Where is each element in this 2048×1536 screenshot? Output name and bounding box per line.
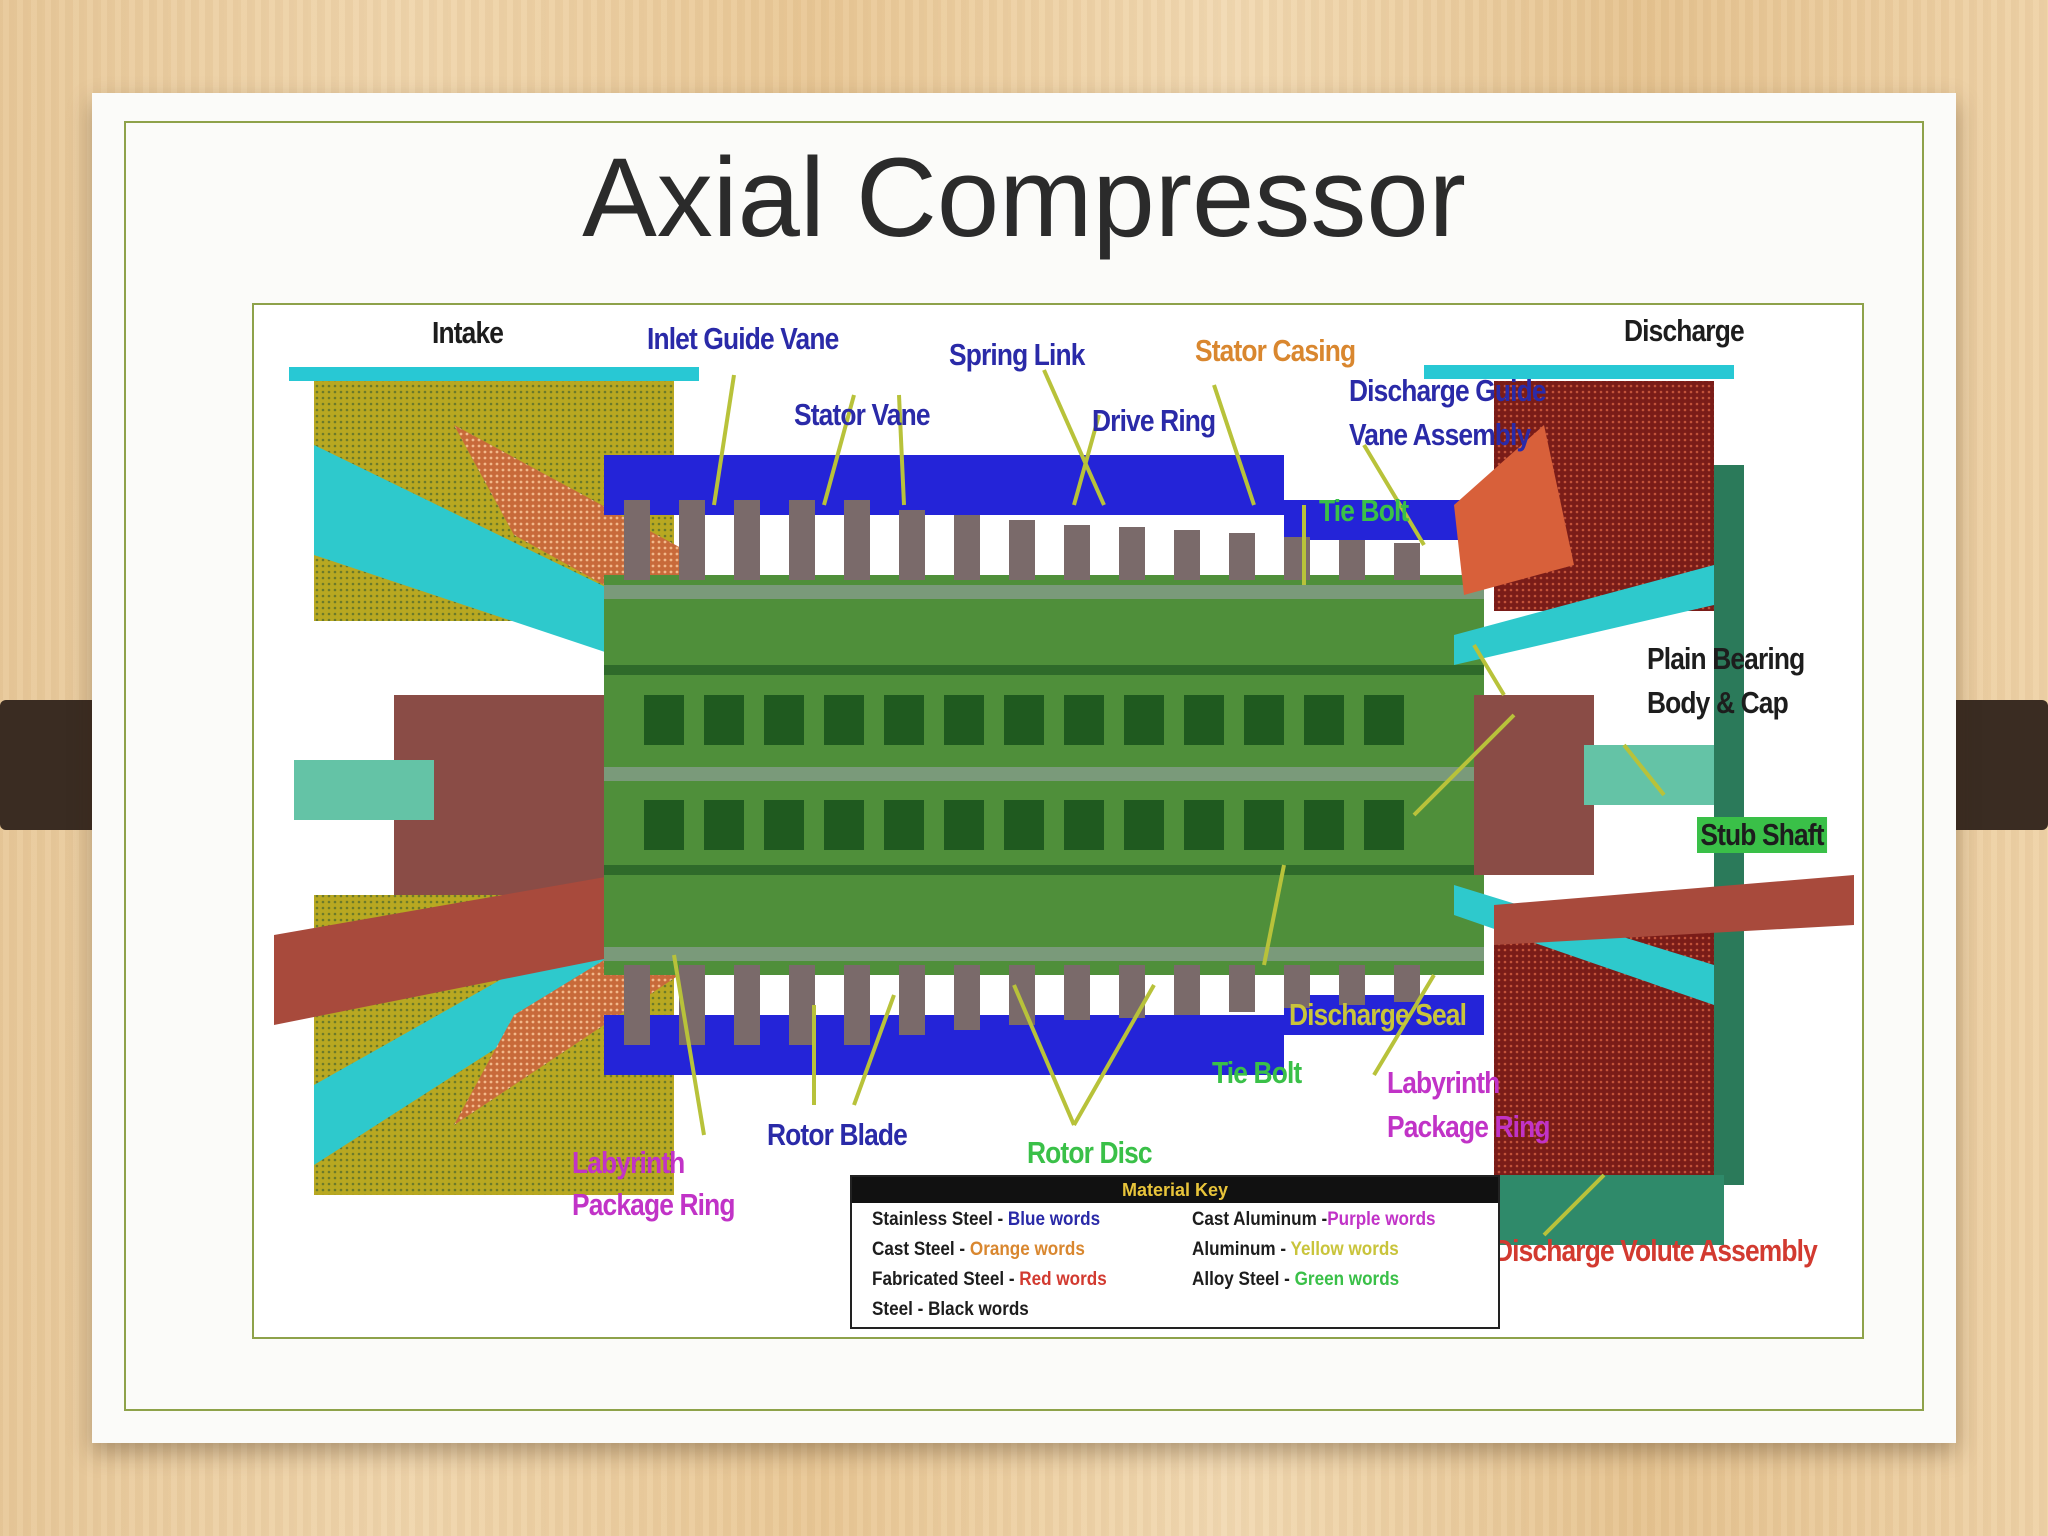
compressor-diagram: Intake Inlet Guide Vane Spring Link Stat…	[252, 303, 1864, 1339]
label-tie-bolt-bottom: Tie Bolt	[1212, 1055, 1302, 1090]
key-row-steel: Steel - Black words	[872, 1299, 1029, 1320]
label-rotor-blade: Rotor Blade	[767, 1117, 908, 1152]
plain-bearing-housing	[1474, 695, 1594, 875]
stator-casing-bottom	[604, 1015, 1284, 1075]
label-plain-bearing-2: Body & Cap	[1647, 685, 1789, 720]
stator-casing-bottom-right	[1284, 995, 1484, 1035]
key-row-cast-steel: Cast Steel - Orange words	[872, 1239, 1085, 1260]
label-discharge-guide-1: Discharge Guide	[1349, 373, 1547, 408]
label-inlet-guide-vane: Inlet Guide Vane	[647, 321, 839, 356]
leader-lines	[672, 369, 1666, 1237]
key-row-stainless-steel: Stainless Steel - Blue words	[872, 1209, 1101, 1230]
label-stator-casing: Stator Casing	[1195, 333, 1356, 368]
compressor-drawing	[274, 365, 1854, 1245]
intake-shaft	[294, 760, 434, 820]
intake-nozzle	[274, 865, 674, 1025]
key-row-aluminum: Aluminum - Yellow words	[1192, 1239, 1399, 1260]
label-stub-shaft: Stub Shaft	[1697, 817, 1828, 853]
rotor-band-bottom	[604, 947, 1484, 961]
rotor-rib-bottom	[604, 865, 1484, 875]
key-row-fabricated-steel: Fabricated Steel - Red words	[872, 1269, 1107, 1290]
discharge-guide-vane	[1454, 425, 1574, 595]
label-intake: Intake	[432, 315, 504, 350]
rotor-band-mid	[604, 767, 1484, 781]
rotor-disc-windows	[644, 695, 1404, 850]
label-discharge-volute: Discharge Volute Assembly	[1494, 1233, 1818, 1268]
label-drive-ring: Drive Ring	[1092, 403, 1216, 438]
label-discharge-guide-2: Vane Assembly	[1349, 417, 1531, 452]
slide-frame	[124, 121, 1924, 1411]
material-key: Material Key Stainless Steel - Blue word…	[850, 1175, 1500, 1329]
label-labyrinth-right-1: Labyrinth	[1387, 1065, 1500, 1100]
label-tie-bolt-top: Tie Bolt	[1319, 493, 1409, 528]
rotor-band-top	[604, 585, 1484, 599]
key-row-cast-aluminum: Cast Aluminum -Purple words	[1192, 1209, 1436, 1230]
rotor-blades-top	[624, 500, 1420, 580]
stator-casing-top-right	[1284, 500, 1484, 540]
label-labyrinth-left-1: Labyrinth	[572, 1145, 685, 1180]
key-row-alloy-steel: Alloy Steel - Green words	[1192, 1269, 1400, 1290]
stub-shaft	[1584, 745, 1734, 805]
discharge-cone-top	[1454, 565, 1714, 665]
slide-title: Axial Compressor	[582, 135, 1466, 260]
label-rotor-disc: Rotor Disc	[1027, 1135, 1153, 1170]
label-labyrinth-left-2: Package Ring	[572, 1187, 735, 1222]
rotor-blades-bottom	[624, 965, 1420, 1045]
discharge-nozzle	[1494, 875, 1854, 945]
label-stator-vane: Stator Vane	[794, 397, 930, 432]
label-discharge: Discharge	[1624, 313, 1745, 348]
discharge-flange-top	[1424, 365, 1734, 379]
stator-casing-top	[604, 455, 1284, 515]
rotor-rib-top	[604, 665, 1484, 675]
material-key-heading: Material Key	[852, 1177, 1498, 1203]
label-discharge-seal: Discharge Seal	[1289, 997, 1467, 1032]
label-labyrinth-right-2: Package Ring	[1387, 1109, 1550, 1144]
slide: Axial Compressor	[92, 93, 1956, 1443]
intake-flange-top	[289, 367, 699, 381]
label-spring-link: Spring Link	[949, 337, 1085, 372]
label-plain-bearing-1: Plain Bearing	[1647, 641, 1805, 676]
